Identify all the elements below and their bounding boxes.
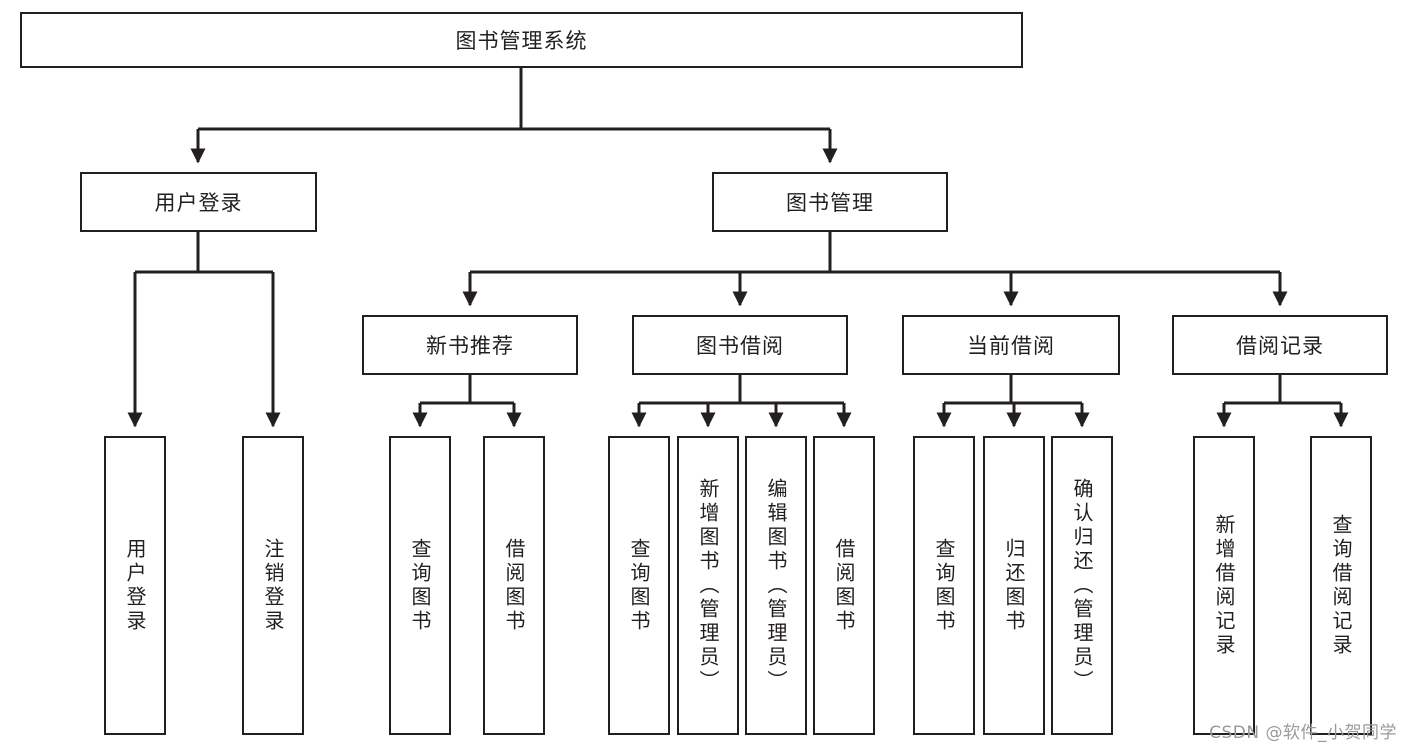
- node-leaf-add-book[interactable]: 新增图书（管理员）: [677, 436, 739, 735]
- node-leaf-edit-book[interactable]: 编辑图书（管理员）: [745, 436, 807, 735]
- csdn-watermark: CSDN @软件_小贺同学: [1209, 723, 1397, 743]
- node-root-label: 图书管理系统: [455, 29, 588, 53]
- node-leaf-user-logout-label: 注销登录: [261, 537, 285, 634]
- node-leaf-query-record[interactable]: 查询借阅记录: [1310, 436, 1372, 735]
- node-leaf-edit-book-label: 编辑图书（管理员）: [764, 477, 788, 694]
- node-leaf-borrow-book-2-label: 借阅图书: [832, 537, 856, 634]
- node-current-borrow-label: 当前借阅: [967, 334, 1055, 358]
- node-book-borrow[interactable]: 图书借阅: [632, 315, 848, 375]
- node-leaf-borrow-book-2[interactable]: 借阅图书: [813, 436, 875, 735]
- node-root[interactable]: 图书管理系统: [20, 12, 1023, 68]
- node-leaf-query-book-2-label: 查询图书: [627, 537, 651, 634]
- node-leaf-query-book-3[interactable]: 查询图书: [913, 436, 975, 735]
- node-leaf-add-record[interactable]: 新增借阅记录: [1193, 436, 1255, 735]
- node-leaf-user-login-label: 用户登录: [123, 537, 147, 634]
- node-new-book-recommend[interactable]: 新书推荐: [362, 315, 578, 375]
- node-leaf-query-book-1[interactable]: 查询图书: [389, 436, 451, 735]
- node-user-login-label: 用户登录: [154, 191, 243, 215]
- node-leaf-confirm-return-label: 确认归还（管理员）: [1070, 477, 1094, 694]
- node-leaf-add-record-label: 新增借阅记录: [1212, 513, 1236, 658]
- node-book-manage-label: 图书管理: [786, 191, 874, 215]
- node-new-book-recommend-label: 新书推荐: [426, 334, 514, 358]
- node-borrow-record[interactable]: 借阅记录: [1172, 315, 1388, 375]
- node-leaf-return-book-label: 归还图书: [1002, 537, 1026, 634]
- node-leaf-borrow-book-1[interactable]: 借阅图书: [483, 436, 545, 735]
- node-leaf-add-book-label: 新增图书（管理员）: [696, 477, 720, 694]
- node-leaf-query-book-2[interactable]: 查询图书: [608, 436, 670, 735]
- node-leaf-user-logout[interactable]: 注销登录: [242, 436, 304, 735]
- node-leaf-user-login[interactable]: 用户登录: [104, 436, 166, 735]
- node-leaf-query-record-label: 查询借阅记录: [1329, 513, 1353, 658]
- node-book-borrow-label: 图书借阅: [696, 334, 784, 358]
- node-borrow-record-label: 借阅记录: [1236, 334, 1324, 358]
- node-leaf-return-book[interactable]: 归还图书: [983, 436, 1045, 735]
- node-book-manage[interactable]: 图书管理: [712, 172, 948, 232]
- node-leaf-query-book-1-label: 查询图书: [408, 537, 432, 634]
- node-current-borrow[interactable]: 当前借阅: [902, 315, 1120, 375]
- node-leaf-confirm-return[interactable]: 确认归还（管理员）: [1051, 436, 1113, 735]
- node-leaf-query-book-3-label: 查询图书: [932, 537, 956, 634]
- node-leaf-borrow-book-1-label: 借阅图书: [502, 537, 526, 634]
- node-user-login[interactable]: 用户登录: [80, 172, 317, 232]
